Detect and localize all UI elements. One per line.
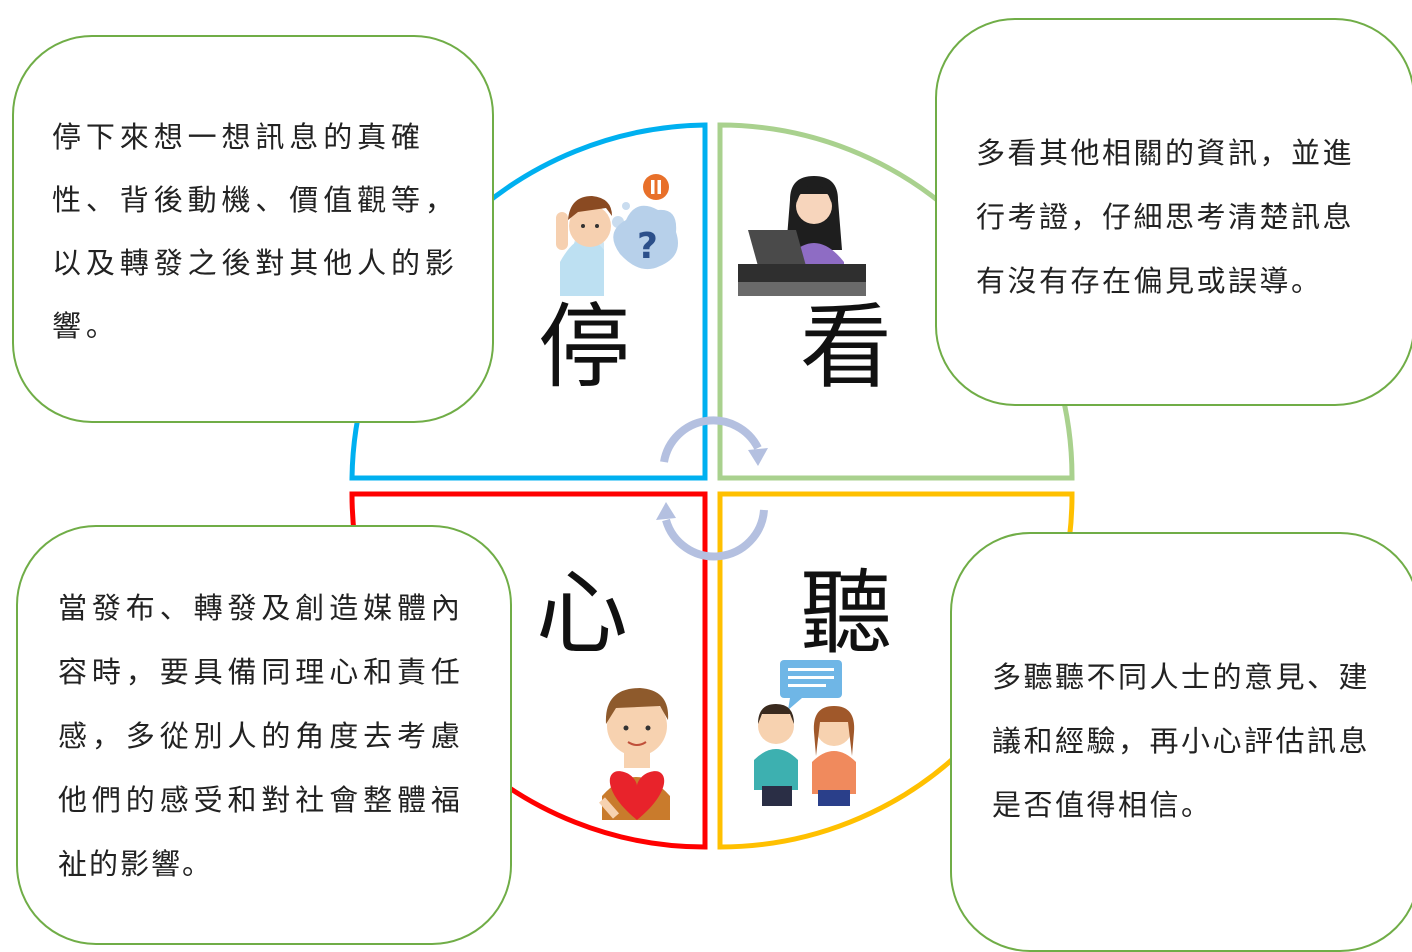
look-textbox: 多看其他相關的資訊，並進 行考證，仔細思考清楚訊息 有沒有存在偏見或誤導。 [935,18,1412,406]
heart-text-line: 當發布、轉發及創造媒體內 [58,591,465,625]
heart-text-line: 感，多從別人的角度去考慮 [58,719,465,753]
speech-bubble-icon [780,660,842,710]
woman-at-laptop-icon [738,176,866,296]
cycle-arrowhead [748,448,768,466]
stop-textbox: 停下來想一想訊息的真確 性、背後動機、價值觀等， 以及轉發之後對其他人的影 響。 [12,35,494,423]
stop-text-line: 性、背後動機、價值觀等， [52,183,459,217]
look-text-line: 有沒有存在偏見或誤導。 [976,264,1323,298]
heart-text-line: 容時，要具備同理心和責任 [58,655,465,689]
stop-look-listen-heart-diagram: ? [349,122,1075,850]
listen-label: 聽 [800,560,893,667]
listen-textbox: 多聽聽不同人士的意見、建 議和經驗，再小心評估訊息 是否值得相信。 [950,532,1412,952]
cycle-arrows-icon [660,416,768,561]
man-with-heart-icon [598,688,670,820]
listen-text-line: 多聽聽不同人士的意見、建 [992,660,1371,694]
stop-text-line: 以及轉發之後對其他人的影 [52,246,459,280]
heart-textbox: 當發布、轉發及創造媒體內 容時，要具備同理心和責任 感，多從別人的角度去考慮 他… [16,525,512,945]
look-text-line: 多看其他相關的資訊，並進 [976,136,1355,170]
heart-label: 心 [536,560,629,667]
cycle-arrowhead [656,502,676,520]
pause-icon [643,174,669,200]
heart-text-line: 祉的影響。 [58,847,214,881]
svg-text:?: ? [637,226,658,267]
stop-label: 停 [538,294,631,401]
look-text-line: 行考證，仔細思考清楚訊息 [976,200,1355,234]
two-people-talking-icon [754,704,856,806]
thinking-man-icon [556,196,612,296]
heart-text-line: 他們的感受和對社會整體福 [58,783,465,817]
stop-text-line: 響。 [52,309,120,343]
listen-text-line: 是否值得相信。 [992,788,1213,822]
question-bubble-icon: ? [612,202,678,270]
stop-text-line: 停下來想一想訊息的真確 [52,120,425,154]
look-label: 看 [800,294,893,401]
listen-text-line: 議和經驗，再小心評估訊息 [992,724,1371,758]
